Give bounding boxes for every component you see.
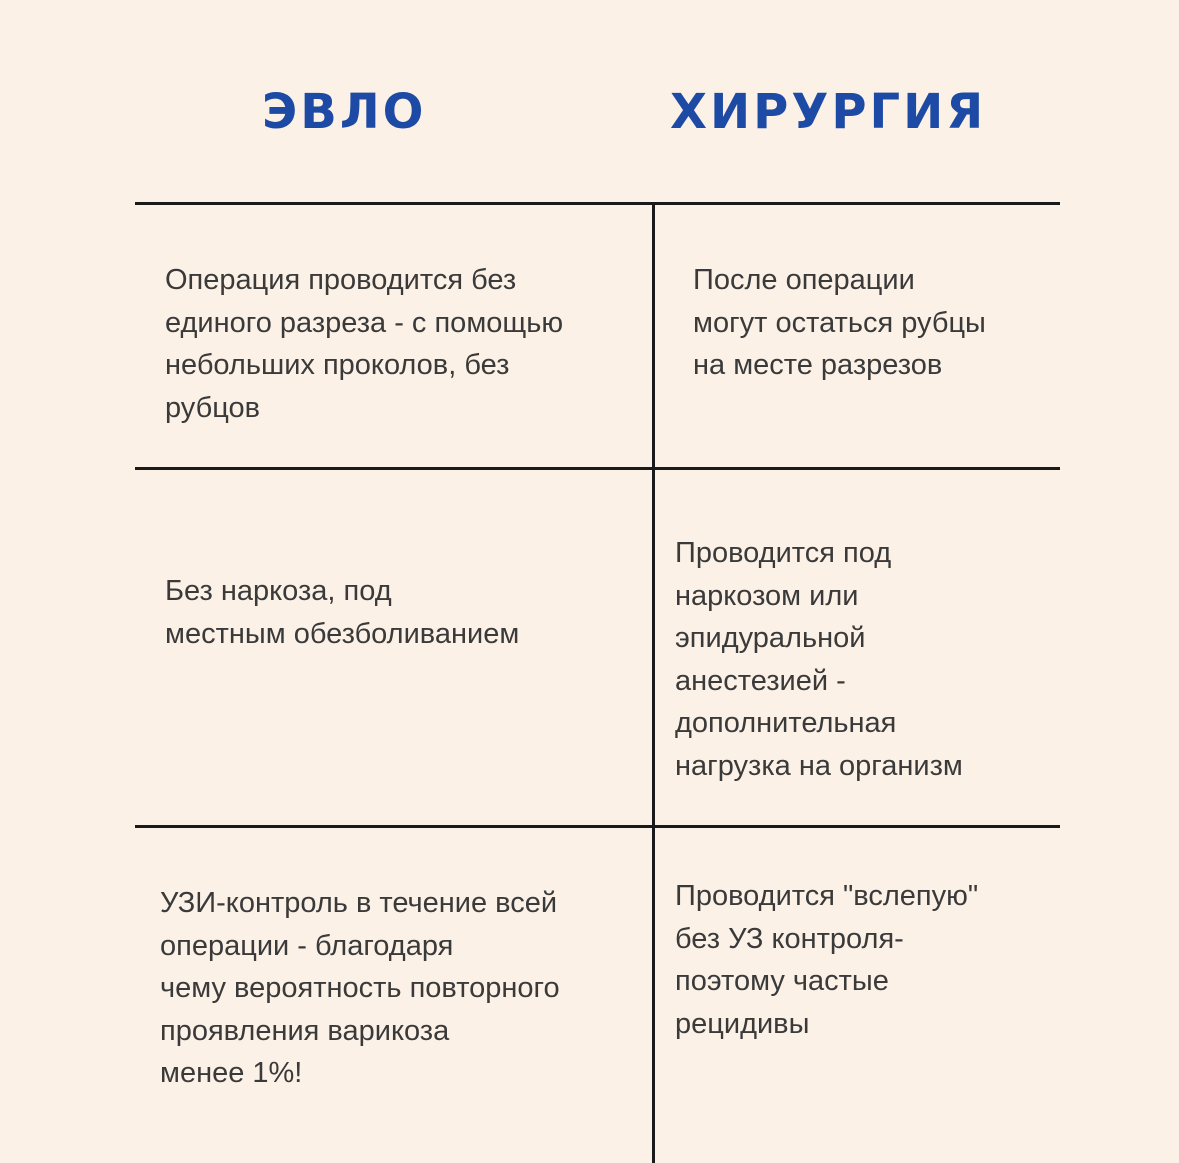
row-1-evlo-cell: Операция проводится без единого разреза … xyxy=(165,264,564,424)
header-evlo: ЭВЛО xyxy=(262,84,427,140)
table-top-divider xyxy=(135,202,1060,205)
row-divider-2 xyxy=(135,825,1060,828)
row-divider-1 xyxy=(135,467,1060,470)
column-divider xyxy=(652,203,655,1163)
header-surgery: ХИРУРГИЯ xyxy=(670,84,987,140)
row-2-surgery-cell: Проводится под наркозом или эпидуральной… xyxy=(675,537,963,782)
row-3-surgery-cell: Проводится "вслепую" без УЗ контроля- по… xyxy=(675,880,979,1040)
row-1-surgery-cell: После операции могут остаться рубцы на м… xyxy=(693,264,986,381)
row-2-evlo-cell: Без наркоза, под местным обезболиванием xyxy=(165,575,520,650)
row-3-evlo-cell: УЗИ-контроль в течение всей операции - б… xyxy=(160,887,560,1089)
